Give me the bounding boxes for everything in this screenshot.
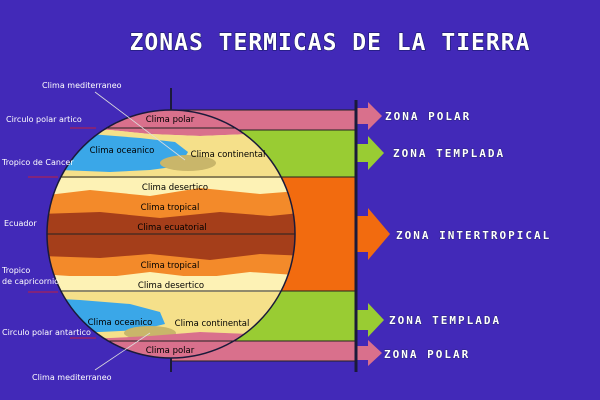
zone-labels: ZONA POLAR ZONA TEMPLADA ZONA INTERTROPI…: [384, 110, 551, 362]
label-zona-polar-south: ZONA POLAR: [384, 348, 470, 361]
label-mediterraneo-top: Clima mediterraneo: [42, 81, 122, 90]
label-circulo-polar-artico: Circulo polar artico: [6, 115, 82, 124]
label-clima-continental-south: Clima continental: [175, 319, 250, 329]
zone-arrows: [356, 102, 390, 366]
side-labels: Clima mediterraneo Circulo polar artico …: [1, 81, 122, 382]
label-tropico-capricornio-2: de capricornio: [2, 277, 59, 286]
page-title: ZONAS TERMICAS DE LA TIERRA: [130, 30, 531, 56]
climate-labels: Clima polar Clima oceanico Clima contine…: [88, 115, 266, 356]
label-zona-templada-south: ZONA TEMPLADA: [389, 314, 501, 327]
label-tropico-cancer: Tropico de Cancer: [1, 158, 74, 167]
arrow-temperate-north: [356, 136, 384, 170]
label-zona-templada-north: ZONA TEMPLADA: [393, 147, 505, 160]
label-tropico-capricornio-1: Tropico: [1, 266, 30, 275]
region-desert-north: [47, 178, 295, 196]
label-circulo-polar-antartico: Circulo polar antartico: [2, 328, 91, 337]
leader-lines: [94, 91, 186, 371]
label-clima-oceanico-south: Clima oceanico: [88, 318, 153, 328]
arrow-polar-north: [356, 102, 382, 130]
label-clima-ecuatorial: Clima ecuatorial: [137, 223, 206, 233]
label-clima-oceanico-north: Clima oceanico: [90, 146, 155, 156]
label-clima-polar-north: Clima polar: [146, 115, 195, 125]
latitude-markers: [28, 127, 96, 339]
region-mediterranean-north: [160, 155, 216, 171]
arrow-intertropical: [356, 208, 390, 260]
label-clima-desertico-north: Clima desertico: [142, 183, 208, 193]
arrow-polar-south: [356, 340, 382, 366]
label-clima-tropical-south: Clima tropical: [141, 261, 200, 271]
label-clima-desertico-south: Clima desertico: [138, 281, 204, 291]
region-desert-south: [47, 276, 295, 292]
label-clima-continental-north: Clima continental: [191, 150, 266, 160]
label-ecuador: Ecuador: [4, 219, 37, 228]
label-clima-tropical-north: Clima tropical: [141, 203, 200, 213]
label-mediterraneo-bottom: Clima mediterraneo: [32, 373, 112, 382]
region-equatorial: [47, 212, 295, 260]
label-clima-polar-south: Clima polar: [146, 346, 195, 356]
label-zona-polar-north: ZONA POLAR: [385, 110, 471, 123]
label-zona-intertropical: ZONA INTERTROPICAL: [396, 229, 551, 242]
arrow-temperate-south: [356, 303, 384, 337]
